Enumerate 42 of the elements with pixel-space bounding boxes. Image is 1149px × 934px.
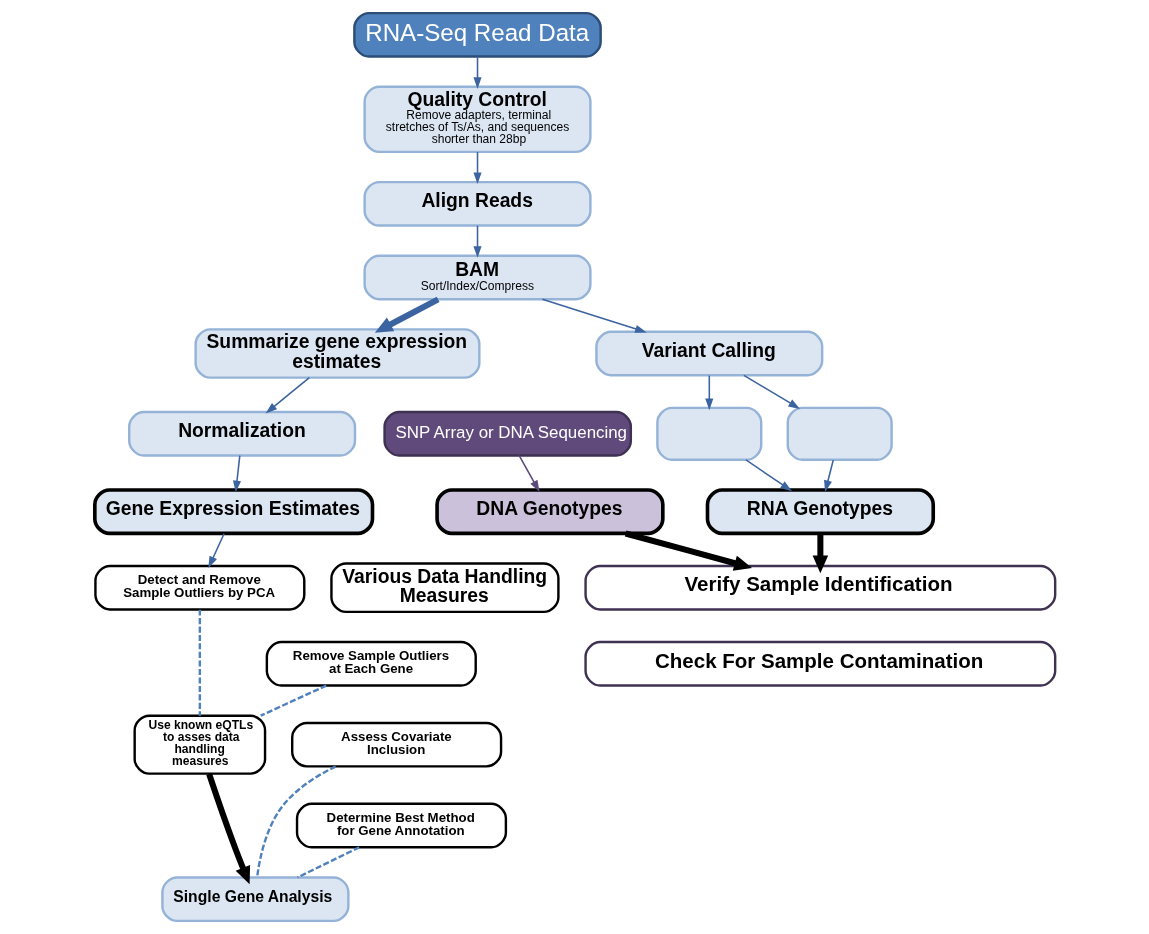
- arrow: [205, 773, 250, 885]
- connector: [296, 846, 360, 879]
- arrow: [541, 298, 647, 333]
- arrow: [812, 533, 828, 574]
- node-box: SNP Array or DNA Sequencing: [382, 410, 632, 457]
- node-box: Gene Expression Estimates: [92, 488, 374, 536]
- arrow: [472, 224, 482, 258]
- node-box: [655, 406, 762, 461]
- arrow: [704, 374, 713, 411]
- node-box: Detect and Remove Sample Outliers by PCA: [93, 564, 305, 611]
- arrow: [517, 454, 540, 492]
- node-box: [786, 406, 893, 461]
- node-box: Single Gene Analysis: [160, 876, 350, 923]
- node-box: Various Data Handling Measures: [329, 562, 560, 614]
- arrow: [472, 151, 482, 185]
- node-box: Remove Sample Outliers at Each Gene: [265, 640, 477, 687]
- node-box: Assess Covariate Inclusion: [290, 721, 502, 768]
- node-box: RNA-Seq Read Data: [352, 11, 602, 58]
- arrow: [742, 374, 800, 409]
- arrow: [265, 376, 310, 414]
- arrow: [374, 296, 440, 333]
- arrow: [624, 530, 752, 571]
- node-box: Variant Calling: [594, 330, 823, 377]
- node-box: Summarize gene expression estimates: [193, 328, 481, 379]
- node-box: BAM Sort/Index/Compress: [362, 254, 592, 301]
- node-box: Normalization: [127, 410, 356, 457]
- node-box: Determine Best Method for Gene Annotation: [295, 802, 507, 849]
- arrow: [744, 459, 792, 492]
- node-box: DNA Genotypes: [434, 488, 665, 536]
- arrow: [472, 55, 482, 89]
- node-box: RNA Genotypes: [705, 488, 935, 536]
- arrow: [207, 533, 225, 568]
- arrow: [232, 454, 241, 493]
- connector: [198, 609, 201, 716]
- arrow: [823, 459, 834, 493]
- node-box: Quality Control Remove adapters, terminal stretches of Ts/As, and sequences shorter than 28bp: [362, 85, 592, 154]
- node-box: Align Reads: [362, 180, 592, 227]
- connector: [259, 684, 327, 717]
- connector: [255, 765, 336, 878]
- node-box: Use known eQTLs to asses data handling measures: [132, 714, 266, 775]
- node-box: Verify Sample Identification: [583, 564, 1056, 611]
- node-box: Check For Sample Contamination: [583, 640, 1056, 687]
